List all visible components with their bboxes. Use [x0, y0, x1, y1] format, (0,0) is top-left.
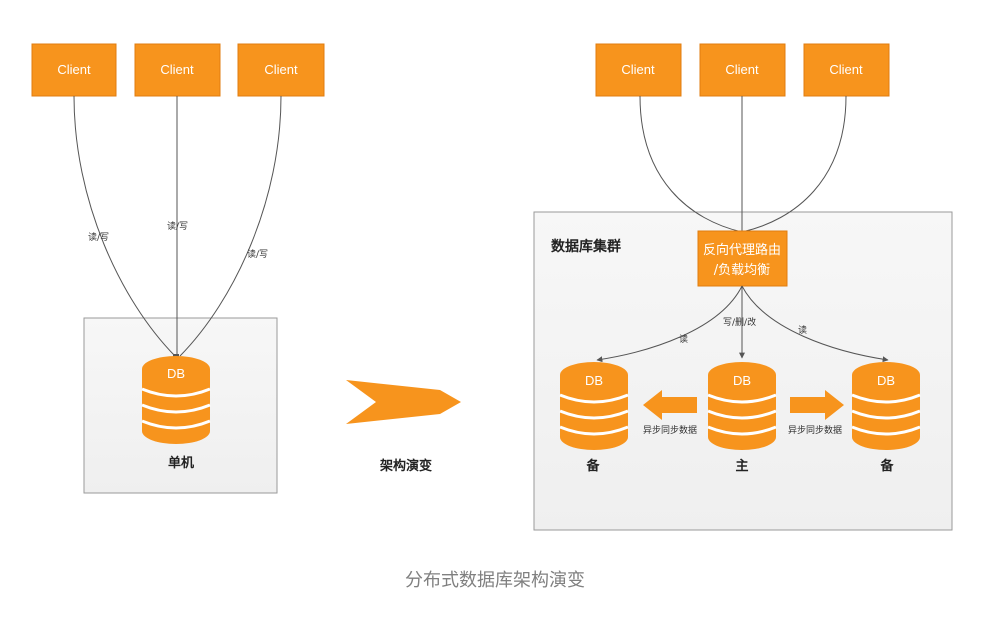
proxy-label-line1: 反向代理路由 [703, 242, 781, 258]
proxy-box: 反向代理路由 /负载均衡 [697, 230, 788, 287]
role-label-standby: 备 [879, 458, 894, 474]
client-label: Client [160, 62, 194, 77]
right-client-1: Client [595, 43, 682, 97]
role-label-master: 主 [735, 458, 748, 474]
edge-rclient1-proxy [639, 95, 743, 233]
left-client-2: Client [134, 43, 221, 97]
edge-label-read: 读 [798, 324, 807, 336]
standby-db-left-icon [559, 362, 629, 450]
figure-caption: 分布式数据库架构演变 [405, 570, 585, 591]
edge-label-rw: 读/写 [247, 248, 268, 260]
edge-proxy-db-right [741, 285, 889, 363]
edge-label-rw: 读/写 [167, 220, 188, 232]
standby-db-right-icon [851, 362, 921, 450]
master-db-icon [707, 362, 777, 450]
left-client-3: Client [237, 43, 325, 97]
db-label: DB [585, 373, 603, 388]
client-label: Client [725, 62, 759, 77]
sync-label-right: 异步同步数据 [788, 424, 842, 436]
db-label: DB [733, 373, 751, 388]
edge-proxy-db-left [596, 285, 743, 363]
cluster-title: 数据库集群 [551, 238, 621, 255]
left-client-1: Client [31, 43, 117, 97]
right-client-3: Client [803, 43, 890, 97]
transition-label: 架构演变 [379, 458, 432, 474]
client-label: Client [264, 62, 298, 77]
right-client-2: Client [699, 43, 786, 97]
edge-client1-db [73, 95, 176, 357]
db-label: DB [877, 373, 895, 388]
edge-label-write: 写/删/改 [723, 316, 756, 328]
edge-rclient3-proxy [741, 95, 847, 233]
client-label: Client [621, 62, 655, 77]
db-label: DB [167, 366, 185, 381]
sync-arrow-left-icon [643, 390, 697, 420]
sync-arrow-right-icon [790, 390, 844, 420]
role-label-standby: 备 [585, 458, 600, 474]
proxy-label-line2: /负载均衡 [714, 263, 770, 278]
edge-label-read: 读 [679, 333, 688, 345]
client-label: Client [829, 62, 863, 77]
sync-label-left: 异步同步数据 [643, 424, 697, 436]
single-machine-label: 单机 [168, 455, 194, 471]
single-db-icon [141, 354, 211, 444]
edge-label-rw: 读/写 [88, 231, 109, 243]
edge-client3-db [179, 95, 282, 357]
client-label: Client [57, 62, 91, 77]
evolution-arrow-icon [346, 380, 461, 424]
